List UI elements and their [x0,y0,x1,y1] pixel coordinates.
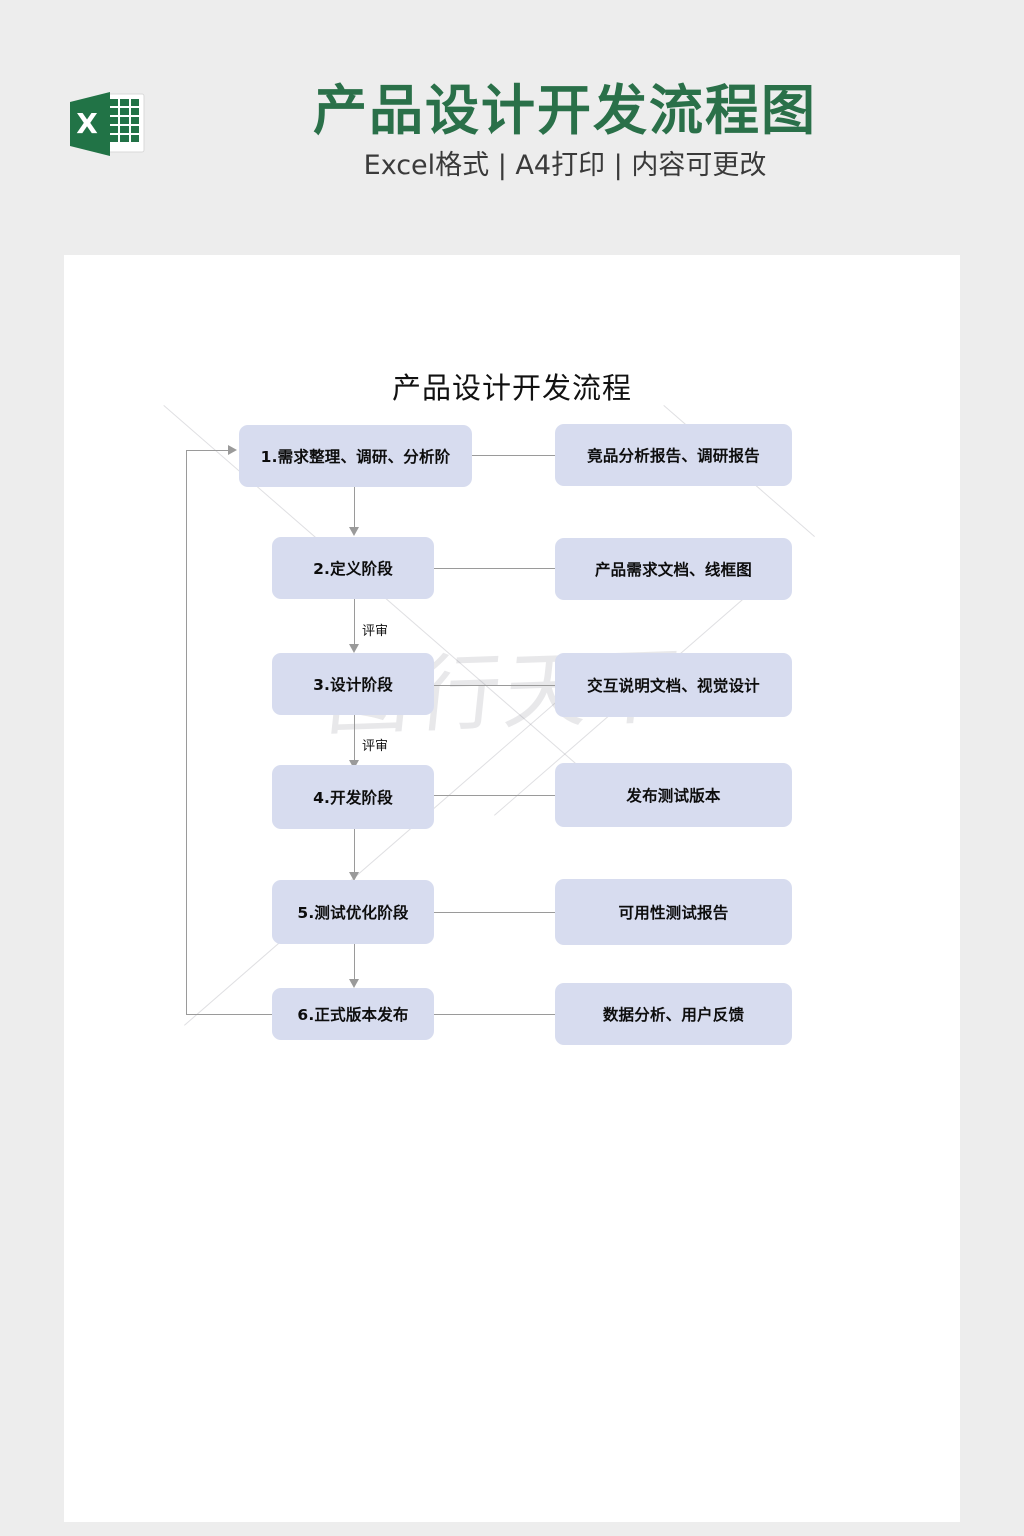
excel-icon-letter: X [76,107,98,140]
connector-stage2-stage3 [354,598,355,646]
flow-node-stage-6-label: 6.正式版本发布 [297,1006,409,1024]
connector-stage5-stage6 [354,943,355,981]
flow-node-stage-4-label: 4.开发阶段 [313,789,393,807]
connector-stage3-stage4 [354,714,355,762]
flowchart-title: 产品设计开发流程 [391,371,632,405]
feedback-loop-bottom [186,1014,272,1015]
excel-icon-svg: X [70,92,145,156]
flow-node-output-1[interactable]: 竟品分析报告、调研报告 [555,424,792,486]
page-title: 产品设计开发流程图 [313,79,817,142]
arrowhead-feedback-stage1 [228,445,237,455]
flow-node-stage-3[interactable]: 3.设计阶段 [272,653,434,715]
flow-node-stage-2[interactable]: 2.定义阶段 [272,537,434,599]
document-page: 图行天下 [64,255,960,1522]
flow-node-stage-3-label: 3.设计阶段 [313,676,393,694]
flow-node-stage-1[interactable]: 1.需求整理、调研、分析阶 [239,425,472,487]
arrowhead-stage4 [349,760,359,769]
connector-stage5-output5 [434,912,556,913]
flow-node-stage-4[interactable]: 4.开发阶段 [272,765,434,829]
connector-stage4-stage5 [354,828,355,874]
flow-node-output-5[interactable]: 可用性测试报告 [555,879,792,945]
connector-stage1-output1 [472,455,556,456]
flow-node-stage-5-label: 5.测试优化阶段 [297,904,409,922]
edge-label-review-2: 评审 [362,739,389,754]
arrowhead-stage6 [349,979,359,988]
excel-icon: X [66,86,148,164]
feedback-loop-left [186,450,187,1015]
arrowhead-stage2 [349,527,359,536]
header-text-block: 产品设计开发流程图 Excel格式 | A4打印 | 内容可更改 [170,78,960,186]
connector-stage2-output2 [434,568,556,569]
flow-node-output-2-label: 产品需求文档、线框图 [594,561,752,579]
arrowhead-stage5 [349,872,359,881]
connector-stage1-stage2 [354,487,355,529]
flow-node-stage-5[interactable]: 5.测试优化阶段 [272,880,434,944]
flow-node-output-1-label: 竟品分析报告、调研报告 [587,447,760,465]
flow-node-stage-6[interactable]: 6.正式版本发布 [272,988,434,1040]
header-band: X 产品设计开发流程图 Excel格式 | A4打印 | 内容可更改 [0,0,1024,255]
arrowhead-stage3 [349,644,359,653]
connector-stage6-output6 [434,1014,556,1015]
flow-node-output-3-label: 交互说明文档、视觉设计 [587,677,760,695]
flow-node-stage-2-label: 2.定义阶段 [313,560,393,578]
connector-stage3-output3 [434,685,556,686]
edge-label-review-1: 评审 [362,624,389,639]
page-subtitle: Excel格式 | A4打印 | 内容可更改 [363,150,767,181]
flow-node-output-5-label: 可用性测试报告 [618,904,729,922]
flow-node-output-6-label: 数据分析、用户反馈 [602,1006,745,1024]
flow-node-stage-1-label: 1.需求整理、调研、分析阶 [260,448,451,466]
flow-node-output-2[interactable]: 产品需求文档、线框图 [555,538,792,600]
flow-node-output-6[interactable]: 数据分析、用户反馈 [555,983,792,1045]
connector-stage4-output4 [434,795,556,796]
feedback-loop-top [186,450,230,451]
flow-node-output-4-label: 发布测试版本 [626,787,721,805]
flow-node-output-4[interactable]: 发布测试版本 [555,763,792,827]
flow-node-output-3[interactable]: 交互说明文档、视觉设计 [555,653,792,717]
